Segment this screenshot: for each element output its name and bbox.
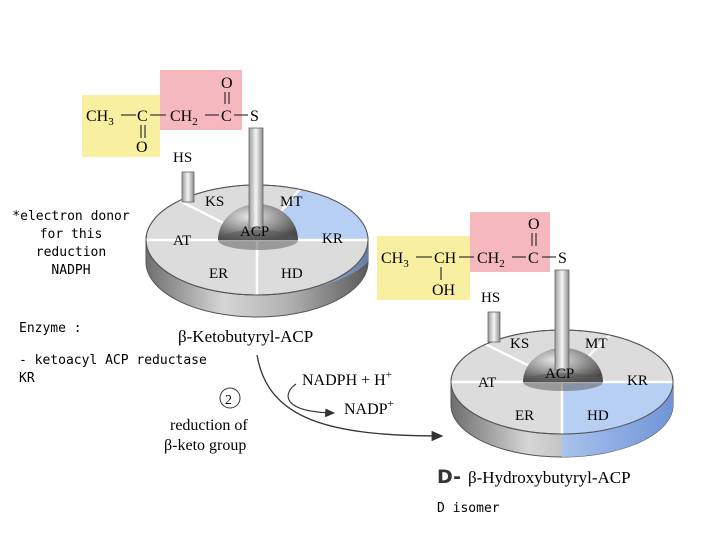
- bottom-ch3: CH3: [381, 250, 409, 270]
- electron-donor-note: *electron donor for this reduction NADPH: [10, 208, 132, 280]
- top-mt-label: MT: [280, 194, 303, 210]
- electron-donor-line: reduction: [35, 245, 107, 260]
- top-at-label: AT: [173, 233, 191, 249]
- top-thioester-c: C: [221, 108, 232, 125]
- top-ks-label: KS: [205, 194, 224, 210]
- bottom-complex: CH3 CH OH CH2 C O S: [377, 212, 674, 487]
- bottom-kr-label: KR: [627, 373, 648, 389]
- bottom-oxygen-top: O: [528, 216, 540, 233]
- bottom-ch2: CH2: [477, 250, 505, 270]
- bottom-acp-arm: [554, 269, 570, 371]
- top-carbonyl-c: C: [137, 108, 148, 125]
- top-complex-name: β-Ketobutyryl-ACP: [178, 327, 313, 346]
- enzyme-description: - ketoacyl ACP reductase KR: [19, 352, 207, 388]
- bottom-hd-label: HD: [587, 408, 609, 424]
- cofactor-arrow: [287, 383, 336, 418]
- enzyme-title: Enzyme :: [19, 321, 82, 336]
- reaction-description-line2: β-keto group: [164, 437, 246, 454]
- cofactor-out: NADP+: [344, 398, 394, 418]
- cofactor-in: NADPH + H+: [302, 369, 392, 389]
- enzyme-line: - ketoacyl ACP reductase: [19, 353, 207, 368]
- bottom-complex-name: β-Hydroxybutyryl-ACP: [468, 468, 631, 487]
- reaction-description-line1: reduction of: [170, 417, 248, 434]
- bottom-er-label: ER: [515, 408, 534, 424]
- bottom-at-label: AT: [478, 375, 496, 391]
- top-sulfur: S: [250, 108, 259, 125]
- step-number-circle: [219, 387, 241, 409]
- electron-donor-line: NADPH: [51, 263, 91, 278]
- top-acp-arm: [248, 127, 264, 229]
- reaction-step: 2 reduction of β-keto group NADPH + H+ N…: [164, 354, 444, 454]
- bottom-thioester-c: C: [528, 250, 539, 267]
- bottom-acp-label: ACP: [545, 366, 574, 382]
- top-complex: CH3 C O CH2 C O S: [82, 70, 369, 346]
- electron-donor-line: *electron donor: [12, 209, 130, 224]
- main-reaction-arrow: [256, 354, 444, 442]
- bottom-ks-label: KS: [510, 336, 529, 352]
- bottom-hd-segment: [562, 382, 673, 434]
- top-methyl-highlight: [82, 95, 160, 157]
- top-ch2: CH2: [170, 108, 198, 128]
- top-er-label: ER: [209, 266, 228, 282]
- bottom-hs-label: HS: [481, 290, 500, 306]
- electron-donor-line: for this: [39, 227, 103, 242]
- bottom-acyl-highlight: [470, 212, 550, 272]
- top-ch3: CH3: [86, 108, 114, 128]
- bottom-oh: OH: [432, 282, 456, 299]
- bottom-ch: CH: [434, 250, 457, 267]
- isomer-note: D isomer: [437, 501, 500, 516]
- enzyme-line: KR: [19, 371, 35, 386]
- bottom-mt-label: MT: [585, 336, 608, 352]
- top-hs-label: HS: [173, 150, 192, 166]
- isomer-prefix: D-: [437, 466, 462, 488]
- bottom-sulfur: S: [558, 250, 567, 267]
- top-oxygen-top: O: [221, 75, 233, 92]
- top-oxygen-bottom: O: [136, 139, 148, 156]
- bottom-methyl-highlight: [377, 236, 470, 300]
- step-number: 2: [225, 393, 232, 408]
- top-kr-label: KR: [322, 231, 343, 247]
- bottom-ks-arm: [487, 311, 501, 343]
- top-hd-label: HD: [281, 266, 303, 282]
- top-acyl-highlight: [160, 70, 242, 130]
- top-acp-label: ACP: [240, 224, 269, 240]
- top-ks-arm: [181, 171, 195, 203]
